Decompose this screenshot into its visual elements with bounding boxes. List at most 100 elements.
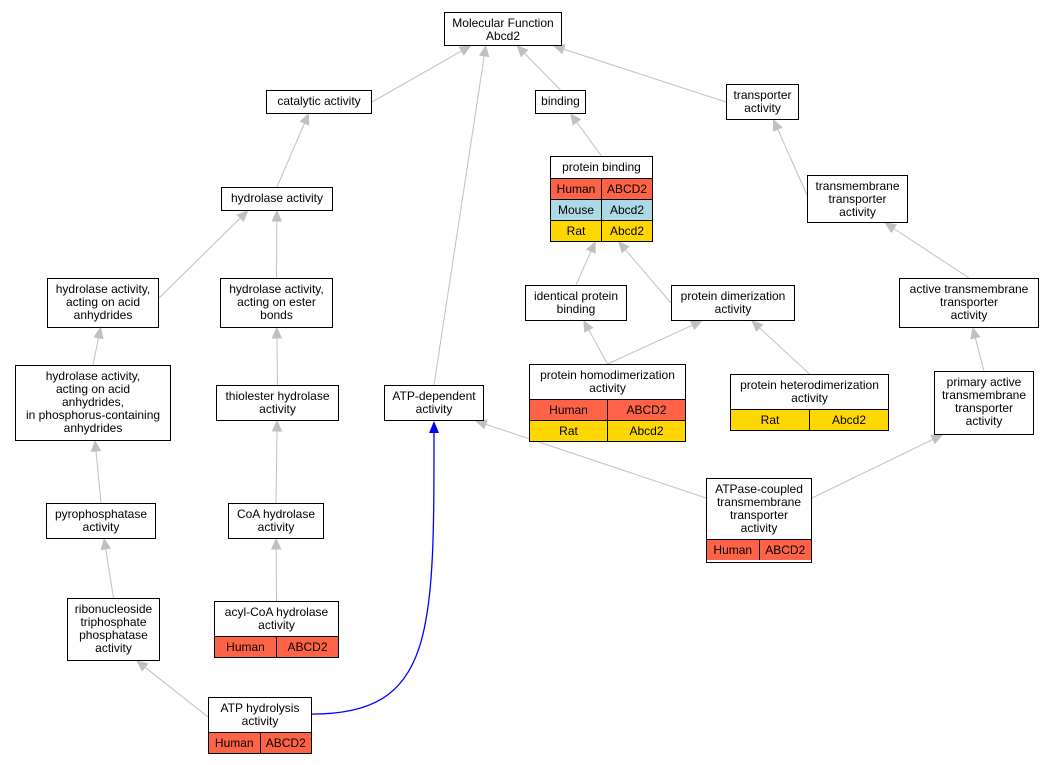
edge-atp_dependent-to-mf-line xyxy=(433,55,485,386)
edge-atpase_coupled-to-primary_active-arrowhead xyxy=(930,434,944,445)
edge-atp_hydrolysis-to-atp_dependent-arrowhead xyxy=(429,421,439,433)
edge-pyrophosphatase-to-hydro_phos-line xyxy=(95,450,102,504)
go-term-label: pyrophosphatase activity xyxy=(54,507,148,534)
edge-binding-to-mf xyxy=(516,45,561,91)
edge-dimerization-to-protein_binding-line xyxy=(624,249,672,304)
edge-identical-to-protein_binding xyxy=(575,240,596,286)
edge-homodimer-to-dimerization xyxy=(607,320,703,365)
species-cell: Human xyxy=(556,182,596,196)
species-cell: Mouse xyxy=(557,203,595,217)
edge-dimerization-to-protein_binding xyxy=(618,241,672,304)
edge-primary_active-to-active_tm-arrowhead xyxy=(970,326,981,340)
species-cell: Human xyxy=(226,640,265,654)
go-term-hydrolase: hydrolase activity xyxy=(221,187,333,211)
edge-hydrolase-to-catalytic xyxy=(276,112,310,188)
edge-atpase_coupled-to-primary_active-line xyxy=(811,438,934,499)
edge-hydro_phos-to-hydro_anhydrides-line xyxy=(92,337,100,366)
go-term-label: transporter activity xyxy=(733,88,792,115)
gene-cell: ABCD2 xyxy=(276,637,338,657)
edge-coa_hydrolase-to-thiolester-arrowhead xyxy=(271,419,283,432)
edge-binding-to-mf-arrowhead xyxy=(516,45,529,58)
edge-ribonucleoside-to-pyrophosphatase-arrowhead xyxy=(100,537,111,551)
go-term-label: ATPase-coupled transmembrane transporter… xyxy=(715,482,803,535)
gene-cell: ABCD2 xyxy=(758,540,812,560)
go-term-coa_hydrolase: CoA hydrolase activity xyxy=(228,503,324,539)
go-term-dimerization: protein dimerization activity xyxy=(671,285,795,321)
gene-cell: Abcd2 xyxy=(809,410,888,430)
go-term-label: hydrolase activity, acting on acid anhyd… xyxy=(55,282,151,322)
edge-active_tm-to-tm_transporter xyxy=(884,222,970,279)
edge-hydro_phos-to-hydro_anhydrides-arrowhead xyxy=(93,326,104,340)
edge-transporter-to-mf-line xyxy=(563,48,727,103)
edge-tm_transporter-to-transporter-line xyxy=(777,128,808,196)
edge-thiolester-to-hydro_ester-line xyxy=(276,337,278,386)
edge-hydro_anhydrides-to-hydrolase-arrowhead xyxy=(236,210,249,223)
go-term-label: protein homodimerization activity xyxy=(540,368,675,395)
edge-identical-to-protein_binding-line xyxy=(575,250,592,286)
edge-pyrophosphatase-to-hydro_phos-arrowhead xyxy=(90,439,102,452)
edge-ribonucleoside-to-pyrophosphatase-line xyxy=(105,548,114,599)
edge-catalytic-to-mf-arrowhead xyxy=(458,45,472,56)
edge-atp_hydrolysis-to-ribonucleoside xyxy=(136,660,209,718)
go-term-hydro_ester: hydrolase activity, acting on ester bond… xyxy=(220,278,333,328)
edge-heterodimer-to-dimerization-arrowhead xyxy=(751,320,764,332)
go-term-binding: binding xyxy=(535,90,586,114)
go-term-label: hydrolase activity xyxy=(230,191,324,205)
go-term-atpase_coupled: ATPase-coupled transmembrane transporter… xyxy=(706,478,812,563)
edge-homodimer-to-identical-line xyxy=(588,329,608,365)
edge-atpase_coupled-to-primary_active xyxy=(811,434,944,499)
go-term-atp_dependent: ATP-dependent activity xyxy=(384,385,484,421)
go-term-tm_transporter: transmembrane transporter activity xyxy=(807,175,908,223)
edge-hydro_phos-to-hydro_anhydrides xyxy=(92,326,104,366)
edge-protein_binding-to-binding xyxy=(570,113,602,157)
edge-hydro_anhydrides-to-hydrolase-line xyxy=(158,217,241,299)
go-term-label: protein heterodimerization activity xyxy=(740,378,879,405)
go-term-hydro_phos: hydrolase activity, acting on acid anhyd… xyxy=(15,365,171,441)
annotation-row-human: Human ABCD2 xyxy=(551,178,652,199)
edge-homodimer-to-identical xyxy=(583,319,608,365)
go-term-label: acyl-CoA hydrolase activity xyxy=(224,605,329,632)
edge-atp_hydrolysis-to-atp_dependent xyxy=(311,421,439,715)
edge-atp_dependent-to-mf xyxy=(433,44,490,386)
gene-cell: ABCD2 xyxy=(607,400,685,420)
go-term-label: Molecular Function Abcd2 xyxy=(452,16,554,43)
go-term-label: ATP-dependent activity xyxy=(392,389,476,416)
go-term-active_tm: active transmembrane transporter activit… xyxy=(899,278,1039,328)
edge-ribonucleoside-to-pyrophosphatase xyxy=(100,537,114,599)
edge-homodimer-to-dimerization-line xyxy=(607,324,693,365)
gene-cell: Abcd2 xyxy=(601,200,652,220)
go-term-ribonucleoside: ribonucleoside triphosphate phosphatase … xyxy=(67,598,160,661)
species-cell: Rat xyxy=(566,224,586,238)
edge-pyrophosphatase-to-hydro_phos xyxy=(90,439,102,504)
go-term-label: identical protein binding xyxy=(533,289,619,316)
edge-atp_dependent-to-mf-arrowhead xyxy=(478,44,490,58)
species-cell: Rat xyxy=(760,413,780,427)
edge-coa_hydrolase-to-thiolester-line xyxy=(275,430,278,504)
species-cell: Rat xyxy=(559,424,578,438)
go-term-label: active transmembrane transporter activit… xyxy=(909,282,1029,322)
edge-atpase_coupled-to-atp_dependent-line xyxy=(485,423,707,499)
edge-atp_hydrolysis-to-ribonucleoside-line xyxy=(144,666,209,718)
edge-homodimer-to-identical-arrowhead xyxy=(583,319,594,333)
go-term-label: catalytic activity xyxy=(277,94,361,108)
go-term-label: hydrolase activity, acting on acid anhyd… xyxy=(25,369,161,435)
edge-heterodimer-to-dimerization-line xyxy=(759,327,810,375)
edge-hydro_ester-to-hydrolase xyxy=(271,209,283,279)
edge-primary_active-to-active_tm-line xyxy=(974,337,985,372)
edge-dimerization-to-protein_binding-arrowhead xyxy=(618,241,630,254)
gene-cell: ABCD2 xyxy=(601,179,652,199)
go-term-label: binding xyxy=(541,94,580,108)
edge-catalytic-to-mf-line xyxy=(371,50,462,103)
edge-thiolester-to-hydro_ester-arrowhead xyxy=(271,326,283,339)
go-term-label: transmembrane transporter activity xyxy=(815,179,900,219)
edge-hydro_ester-to-hydrolase-arrowhead xyxy=(271,209,283,222)
edge-homodimer-to-dimerization-arrowhead xyxy=(689,320,703,331)
go-term-label: ribonucleoside triphosphate phosphatase … xyxy=(74,602,153,655)
